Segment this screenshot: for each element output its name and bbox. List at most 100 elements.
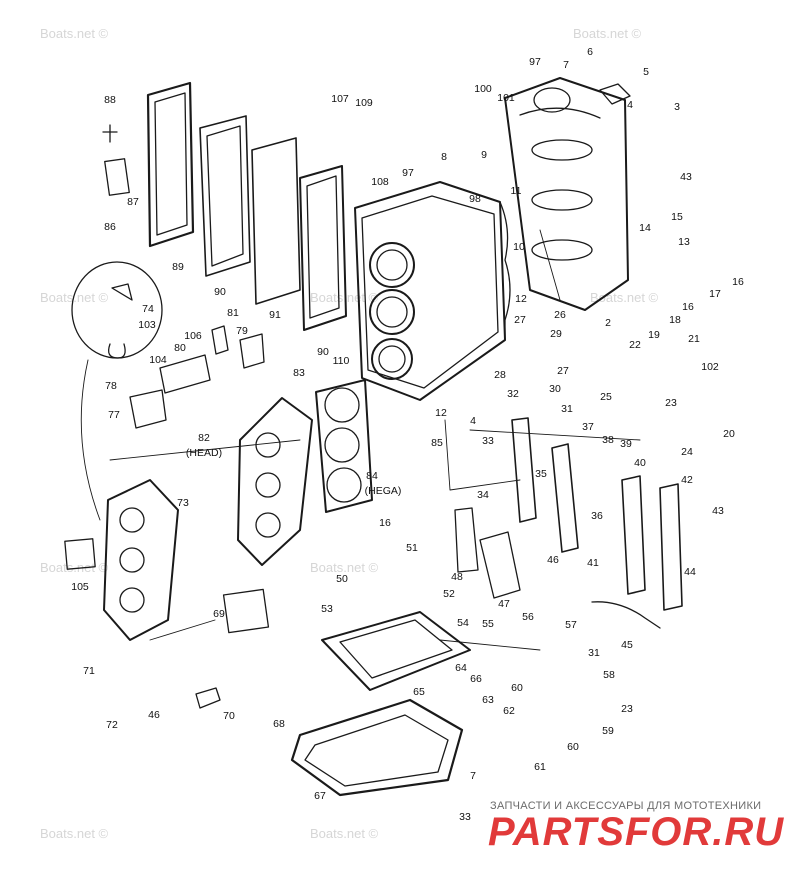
callout-number: 106 (184, 330, 202, 342)
callout-number: 40 (634, 457, 646, 469)
watermark-text: Boats.net © (40, 290, 109, 305)
callout-number: 28 (494, 369, 506, 381)
callout-number: 16 (732, 276, 744, 288)
callout-number: 16 (682, 301, 694, 313)
callout-number: 25 (600, 391, 612, 403)
callout-number: 44 (684, 566, 696, 578)
callout-number: 2 (605, 317, 611, 329)
callout-number: 110 (333, 355, 350, 367)
adapter-plate-assembly (195, 588, 471, 797)
callout-number: 83 (293, 367, 305, 379)
callout-number: 79 (236, 325, 248, 337)
callout-number: 78 (105, 380, 117, 392)
head-cover-assembly (64, 479, 179, 641)
callout-number: 60 (567, 741, 579, 753)
callout-number: 86 (104, 221, 116, 233)
cylinder-head-and-gasket (237, 379, 373, 566)
callout-number: 41 (587, 557, 599, 569)
callout-number: 108 (371, 176, 389, 188)
callout-number: 63 (482, 694, 494, 706)
callout-number: 58 (603, 669, 615, 681)
thermostat-group (71, 261, 265, 429)
callout-number: 100 (474, 83, 492, 95)
callout-number: 104 (149, 354, 167, 366)
crankcase-half (504, 77, 631, 311)
callout-number: 82 (198, 432, 210, 444)
callout-number: 37 (582, 421, 594, 433)
callout-number: 69 (213, 608, 225, 620)
callout-number: 88 (104, 94, 116, 106)
callout-number: 74 (142, 303, 154, 315)
callout-number: 7 (470, 770, 476, 782)
callout-number: 57 (565, 619, 577, 631)
callout-number: 45 (621, 639, 633, 651)
callout-number: 20 (723, 428, 735, 440)
callout-number: 15 (671, 211, 683, 223)
callout-number: 46 (148, 709, 160, 721)
callout-number: 38 (602, 434, 614, 446)
callout-number: 30 (549, 383, 561, 395)
callout-number: 48 (451, 571, 463, 583)
callout-number: 51 (406, 542, 418, 554)
callout-number: 14 (639, 222, 651, 234)
callout-number: 13 (678, 236, 690, 248)
callout-number: 107 (331, 93, 349, 105)
callout-number: 98 (469, 193, 481, 205)
callout-number: 105 (71, 581, 89, 593)
callout-number: 72 (106, 719, 118, 731)
callout-number: 73 (177, 497, 189, 509)
callout-number: 39 (620, 438, 632, 450)
watermark-text: Boats.net © (573, 26, 642, 41)
callout-number: 5 (643, 66, 649, 78)
callout-number: 12 (435, 407, 447, 419)
bypass-cover-group (454, 417, 683, 629)
callout-number: 77 (108, 409, 120, 421)
watermark-text: Boats.net © (310, 290, 379, 305)
callout-number: 11 (511, 185, 522, 197)
callout-number: 34 (477, 489, 489, 501)
callout-number: 29 (550, 328, 562, 340)
watermark-text: Boats.net © (590, 290, 659, 305)
callout-number: 18 (669, 314, 681, 326)
callout-number: 67 (314, 790, 326, 802)
callout-number: 55 (482, 618, 494, 630)
callout-number: 60 (511, 682, 523, 694)
leader-lines (80, 229, 641, 651)
callout-number: 31 (588, 647, 600, 659)
callout-number: 8 (441, 151, 447, 163)
cylinder-block (354, 181, 511, 401)
callout-number: 6 (587, 46, 593, 58)
callout-number: 54 (457, 617, 469, 629)
callout-number: 50 (336, 573, 348, 585)
callout-number: 90 (214, 286, 226, 298)
watermark-text: Boats.net © (310, 826, 379, 841)
watermark-text: Boats.net © (40, 560, 109, 575)
callout-number: 32 (507, 388, 519, 400)
callout-number: 56 (522, 611, 534, 623)
callout-number: 17 (709, 288, 721, 300)
callout-number: 26 (554, 309, 566, 321)
callout-number: 62 (503, 705, 515, 717)
callout-number: 80 (174, 342, 186, 354)
watermark-text: Boats.net © (40, 826, 109, 841)
callout-number: 3 (674, 101, 680, 113)
callout-number: 22 (629, 339, 641, 351)
callout-number: 97 (529, 56, 541, 68)
callout-number: 61 (534, 761, 546, 773)
callout-number: 66 (470, 673, 482, 685)
watermark-group: Boats.net © Boats.net © Boats.net © Boat… (40, 26, 659, 841)
callout-number: 90 (317, 346, 329, 358)
callout-number: 21 (688, 333, 700, 345)
callout-number: 89 (172, 261, 184, 273)
callout-number: 43 (680, 171, 692, 183)
callout-number: 27 (514, 314, 526, 326)
callout-number: 71 (83, 665, 95, 677)
callout-number: 4 (627, 99, 633, 111)
callout-number: 10 (513, 241, 525, 253)
callout-number: 103 (138, 319, 156, 331)
callout-number: 23 (621, 703, 633, 715)
footer-logo[interactable]: PARTSFOR.RU (488, 810, 785, 854)
callout-number: 64 (455, 662, 467, 674)
